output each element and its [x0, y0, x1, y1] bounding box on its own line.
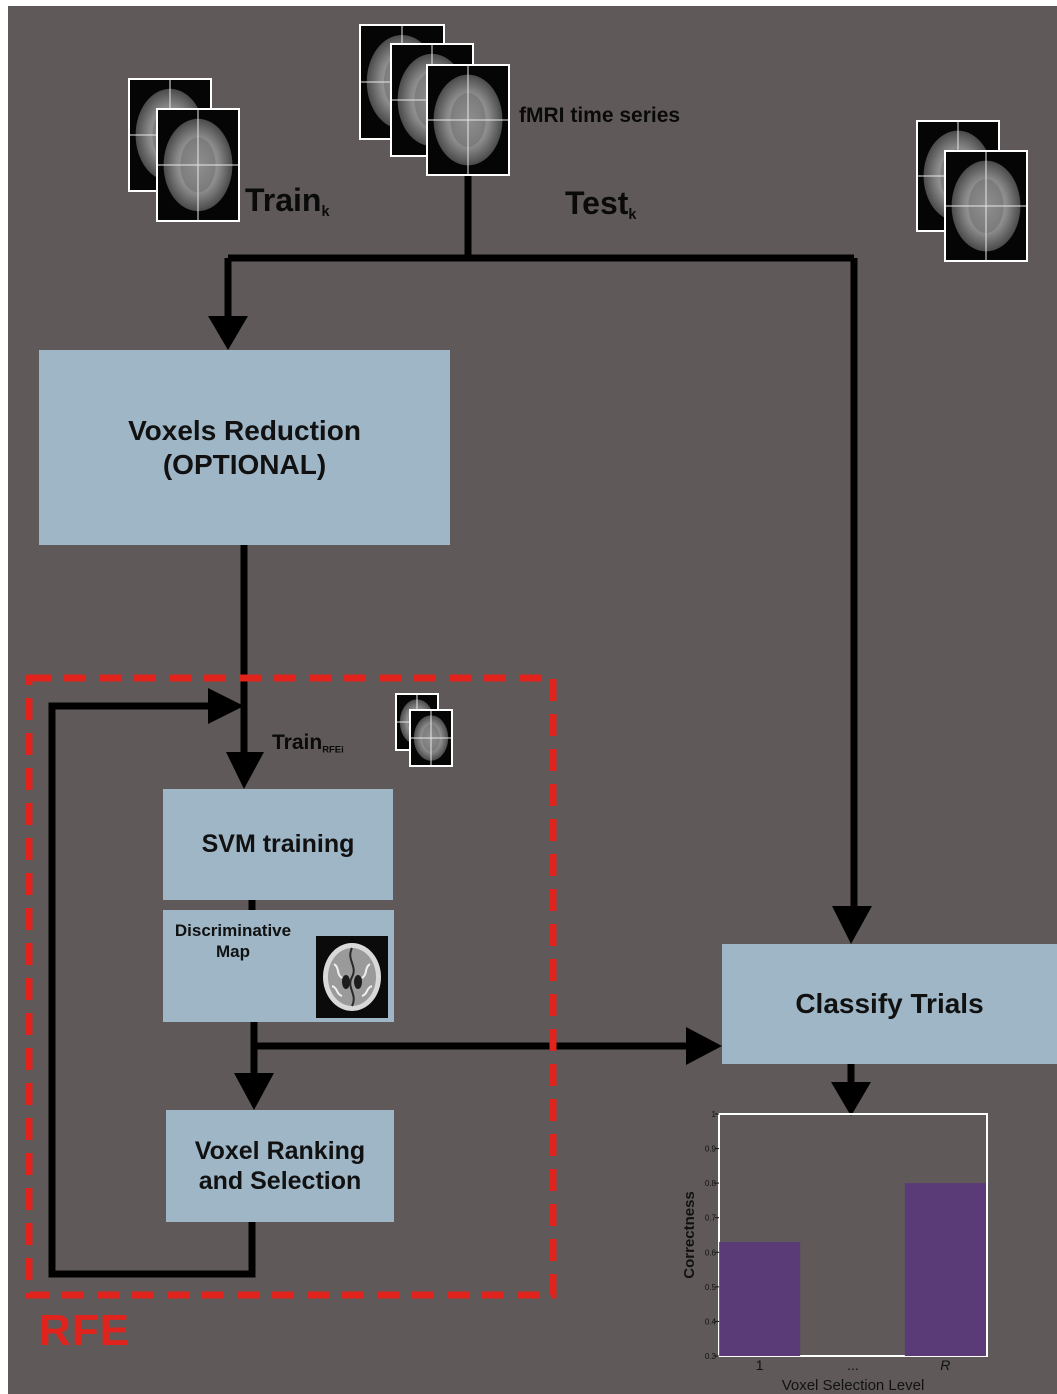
arrowhead-map-to-classify — [686, 1027, 722, 1065]
discriminative-map-box: Discriminative Map — [163, 910, 394, 1022]
svm-training-box: SVM training — [163, 789, 393, 900]
fmri-label: fMRI time series — [519, 104, 681, 127]
x-tick-label: ... — [847, 1357, 859, 1373]
rfe-region — [25, 674, 557, 1299]
x-axis-label: Voxel Selection Level — [782, 1377, 925, 1394]
test-label: Testk — [565, 185, 637, 224]
bar-3 — [904, 1183, 986, 1356]
voxels-reduction-box: Voxels Reduction (OPTIONAL) — [39, 350, 450, 545]
arrowhead-svm — [226, 752, 264, 789]
voxels-reduction-line1: Voxels Reduction — [128, 414, 361, 446]
y-axis-label: Correctness — [681, 1191, 698, 1279]
train-label: Traink — [245, 182, 330, 221]
bar-1 — [719, 1241, 801, 1356]
classify-trials-box: Classify Trials — [722, 944, 1057, 1064]
arrowhead-loop — [208, 688, 244, 724]
rfe-label: RFE — [39, 1306, 130, 1355]
brain-scan-frame — [426, 64, 510, 176]
y-tick-label: 0.6 — [705, 1248, 717, 1257]
brain-scan-frame — [409, 709, 453, 767]
arrowhead-reduction — [208, 316, 248, 350]
y-tick-label: 0.9 — [705, 1145, 717, 1154]
brain-slice-icon — [316, 936, 388, 1018]
x-tick-label: R — [940, 1357, 950, 1373]
train-rfe-label: TrainRFEi — [272, 731, 344, 756]
y-tick-label: 1 — [712, 1110, 717, 1119]
arrowhead-classify — [832, 906, 872, 944]
y-tick-label: 0.4 — [705, 1317, 717, 1326]
brain-scan-frame — [944, 150, 1028, 262]
voxel-ranking-box: Voxel Ranking and Selection — [166, 1110, 394, 1222]
arrowhead-ranking — [234, 1073, 274, 1110]
y-tick-label: 0.3 — [705, 1352, 717, 1361]
chart-frame — [718, 1113, 988, 1357]
voxels-reduction-line2: (OPTIONAL) — [162, 448, 327, 480]
discriminative-map-label: Discriminative Map — [174, 921, 292, 961]
x-tick-label: 1 — [756, 1357, 764, 1373]
arrowhead-chart — [831, 1082, 871, 1116]
y-tick-label: 0.5 — [705, 1283, 717, 1292]
y-tick-label: 0.7 — [705, 1214, 717, 1223]
flow-line-loop — [48, 702, 256, 1278]
y-tick-label: 0.8 — [705, 1179, 717, 1188]
brain-scan-frame — [156, 108, 240, 222]
